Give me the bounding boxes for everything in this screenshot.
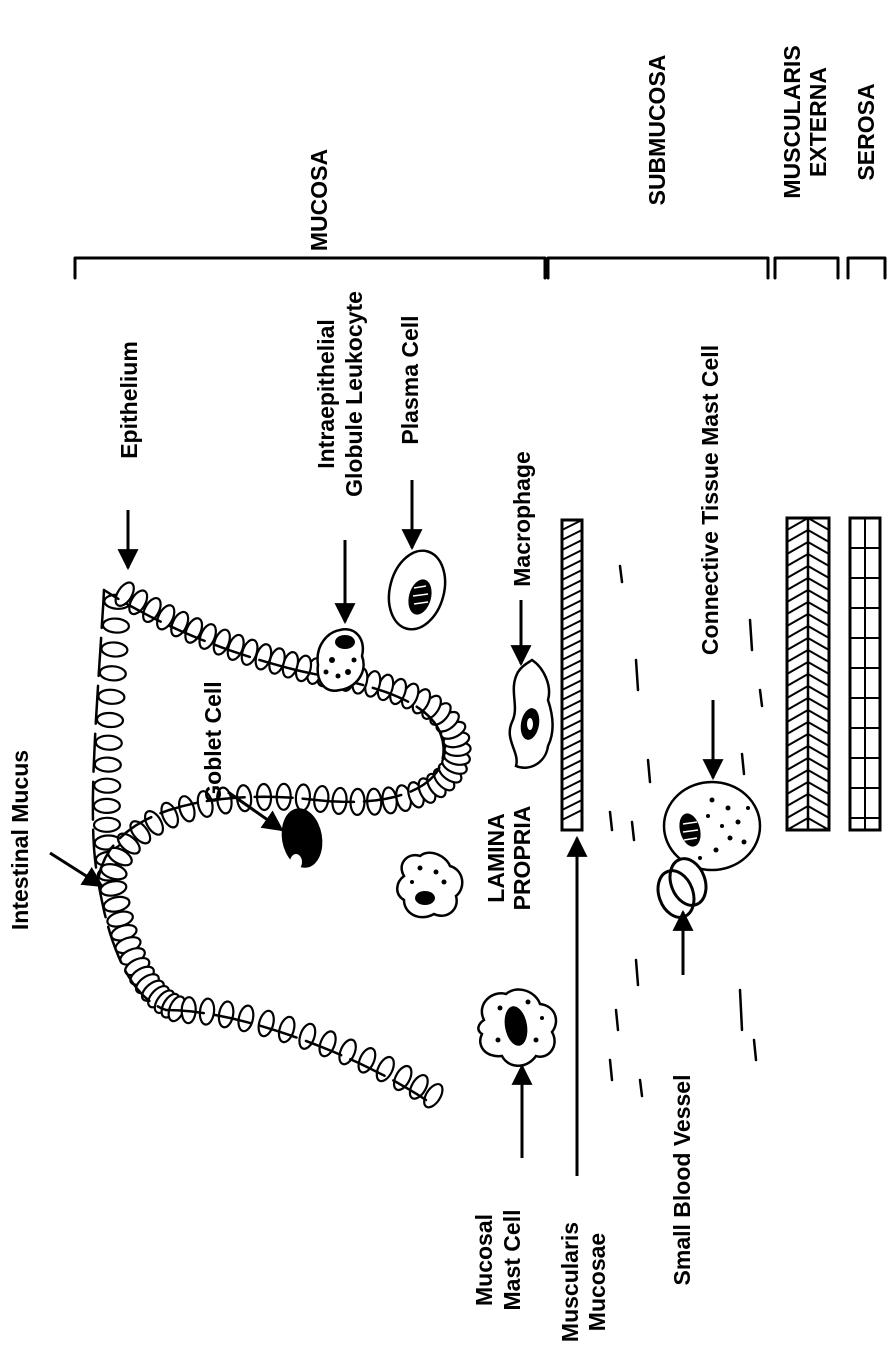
- epithelial-cell: [94, 818, 120, 833]
- epithelial-cell: [101, 642, 128, 658]
- muscularis-mucosae-band: [562, 520, 582, 830]
- label-intraepithelial-2: Globule Leukocyte: [341, 291, 367, 497]
- label-macrophage: Macrophage: [509, 451, 535, 586]
- epithelial-cell: [256, 1009, 276, 1038]
- fibre-mark: [640, 1080, 642, 1096]
- epithelial-cell: [176, 794, 197, 823]
- fibre-mark: [610, 812, 612, 830]
- fibre-mark: [740, 990, 742, 1030]
- layer-label-serosa: SEROSA: [853, 83, 879, 180]
- epithelium-layer: [94, 579, 471, 1110]
- layer-label-muscularis-externa-1: MUSCULARIS: [779, 45, 805, 198]
- muscularis-externa-bracket: [775, 258, 838, 278]
- fibre-mark: [616, 1010, 618, 1030]
- fibre-mark: [760, 690, 762, 706]
- fibre-mark: [610, 1060, 612, 1080]
- serosa-bracket: [848, 258, 885, 278]
- label-plasma-cell: Plasma Cell: [397, 315, 423, 444]
- layer-brackets: [75, 258, 885, 278]
- epithelial-cell: [95, 735, 122, 750]
- label-connective-tissue-mast-cell: Connective Tissue Mast Cell: [697, 345, 723, 655]
- epithelial-cell: [97, 712, 124, 727]
- label-lamina-propria-2: PROPRIA: [509, 806, 535, 911]
- epithelial-cell: [102, 618, 129, 634]
- fibre-mark: [636, 660, 638, 690]
- label-intestinal-mucus: Intestinal Mucus: [7, 750, 33, 930]
- label-small-blood-vessel: Small Blood Vessel: [669, 1075, 695, 1286]
- fibre-mark: [750, 620, 752, 650]
- layer-label-mucosa: MUCOSA: [306, 149, 332, 251]
- fibre-mark: [636, 960, 638, 985]
- epithelial-cell: [99, 665, 126, 681]
- fibre-mark: [648, 760, 650, 782]
- goblet-cell: [277, 805, 327, 871]
- submucosa-bracket: [548, 258, 768, 278]
- epithelial-cell: [217, 1000, 235, 1028]
- label-mucosal-mast-cell-1: Mucosal: [471, 1214, 497, 1306]
- fibre-mark: [742, 754, 744, 774]
- mucosal-mast-cell: [478, 989, 556, 1065]
- label-goblet-cell: Goblet Cell: [200, 681, 226, 802]
- epithelial-cell: [94, 799, 120, 813]
- epithelial-cell: [296, 1022, 318, 1051]
- mucosa-bracket: [75, 258, 545, 278]
- epithelial-cell: [98, 689, 125, 705]
- fibre-mark: [632, 822, 634, 840]
- layer-label-muscularis-externa-2: EXTERNA: [805, 67, 831, 177]
- label-intraepithelial-1: Intraepithelial: [313, 319, 339, 469]
- epithelial-cell: [276, 1015, 297, 1044]
- label-mucosal-mast-cell-2: Mast Cell: [499, 1210, 525, 1311]
- epithelial-cell: [236, 1004, 255, 1032]
- layer-label-submucosa: SUBMUCOSA: [644, 55, 670, 206]
- label-epithelium: Epithelium: [116, 341, 142, 459]
- connective-tissue-mast-cell: [664, 782, 760, 870]
- globule-leukocyte: [318, 629, 364, 690]
- epithelial-cell: [95, 757, 122, 772]
- muscularis-externa-band: [787, 518, 829, 830]
- label-muscularis-mucosae-2: Mucosae: [584, 1233, 610, 1331]
- macrophage: [510, 660, 553, 768]
- fibre-mark: [754, 1040, 756, 1060]
- epithelial-cell: [99, 879, 127, 897]
- plasma-cell: [381, 544, 454, 635]
- serosa-band: [850, 518, 880, 830]
- lamina-propria-cell: [397, 853, 462, 917]
- epithelial-cell: [94, 778, 120, 793]
- label-muscularis-mucosae-1: Muscularis: [557, 1222, 583, 1342]
- label-lamina-propria-1: LAMINA: [483, 813, 509, 902]
- fibre-mark: [620, 566, 622, 582]
- epithelial-cell: [316, 1029, 338, 1058]
